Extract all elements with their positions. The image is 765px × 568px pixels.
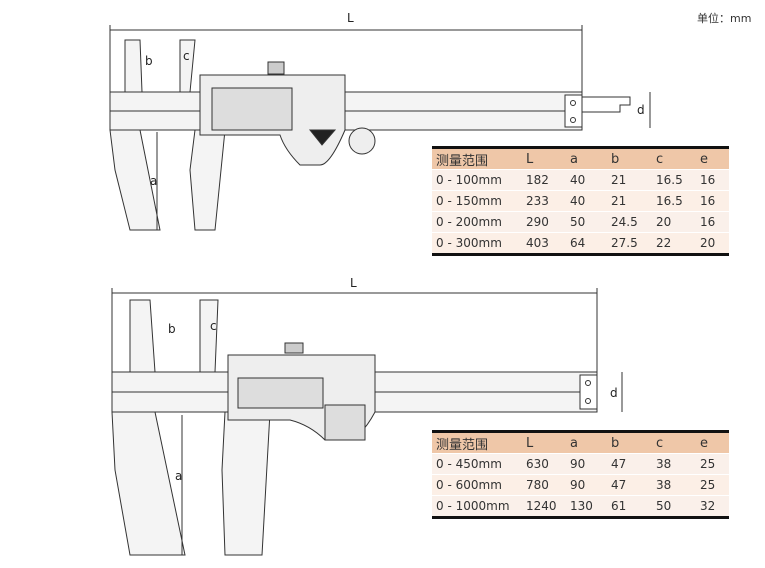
cell: 50 — [566, 211, 607, 233]
cell: 25 — [696, 453, 729, 475]
cell: 16 — [696, 169, 729, 191]
header-range: 测量范围 — [432, 147, 522, 170]
header-a: a — [566, 147, 607, 170]
label-a-top: a — [150, 174, 157, 188]
cell: 0 - 1000mm — [432, 495, 522, 518]
header-b: b — [607, 147, 652, 170]
cell: 16.5 — [652, 190, 696, 212]
cell: 22 — [652, 232, 696, 255]
header-c: c — [652, 147, 696, 170]
label-c-bottom: c — [210, 319, 217, 333]
cell: 20 — [696, 232, 729, 255]
cell: 21 — [607, 190, 652, 212]
cell: 1240 — [522, 495, 566, 518]
cell: 61 — [607, 495, 652, 518]
cell: 403 — [522, 232, 566, 255]
header-L: L — [522, 431, 566, 454]
header-b: b — [607, 431, 652, 454]
cell: 0 - 100mm — [432, 169, 522, 191]
cell: 290 — [522, 211, 566, 233]
cell: 0 - 600mm — [432, 474, 522, 496]
unit-label: 单位：mm — [697, 12, 752, 25]
cell: 90 — [566, 474, 607, 496]
cell: 233 — [522, 190, 566, 212]
cell: 21 — [607, 169, 652, 191]
label-d-top: d — [637, 103, 645, 117]
cell: 24.5 — [607, 211, 652, 233]
cell: 64 — [566, 232, 607, 255]
cell: 0 - 450mm — [432, 453, 522, 475]
header-a: a — [566, 431, 607, 454]
cell: 0 - 150mm — [432, 190, 522, 212]
cell: 25 — [696, 474, 729, 496]
label-b-bottom: b — [168, 322, 176, 336]
table-header-row: 测量范围 L a b c e — [432, 431, 729, 454]
header-range: 测量范围 — [432, 431, 522, 454]
cell: 40 — [566, 169, 607, 191]
cell: 630 — [522, 453, 566, 475]
cell: 47 — [607, 453, 652, 475]
label-L-top: L — [347, 11, 354, 25]
cell: 16 — [696, 190, 729, 212]
cell: 32 — [696, 495, 729, 518]
table-header-row: 测量范围 L a b c e — [432, 147, 729, 170]
header-e: e — [696, 431, 729, 454]
cell: 780 — [522, 474, 566, 496]
label-b-top: b — [145, 54, 153, 68]
cell: 90 — [566, 453, 607, 475]
cell: 20 — [652, 211, 696, 233]
cell: 38 — [652, 453, 696, 475]
cell: 182 — [522, 169, 566, 191]
label-L-bottom: L — [350, 276, 357, 290]
label-a-bottom: a — [175, 469, 182, 483]
cell: 0 - 300mm — [432, 232, 522, 255]
label-c-top: c — [183, 49, 190, 63]
cell: 40 — [566, 190, 607, 212]
cell: 16 — [696, 211, 729, 233]
label-d-bottom: d — [610, 386, 618, 400]
header-e: e — [696, 147, 729, 170]
cell: 27.5 — [607, 232, 652, 255]
cell: 38 — [652, 474, 696, 496]
caliper-small-drawing: L d a b c — [109, 11, 651, 231]
header-L: L — [522, 147, 566, 170]
cell: 0 - 200mm — [432, 211, 522, 233]
cell: 47 — [607, 474, 652, 496]
cell: 50 — [652, 495, 696, 518]
caliper-large-drawing: L d a b c — [111, 276, 623, 556]
cell: 16.5 — [652, 169, 696, 191]
cell: 130 — [566, 495, 607, 518]
header-c: c — [652, 431, 696, 454]
